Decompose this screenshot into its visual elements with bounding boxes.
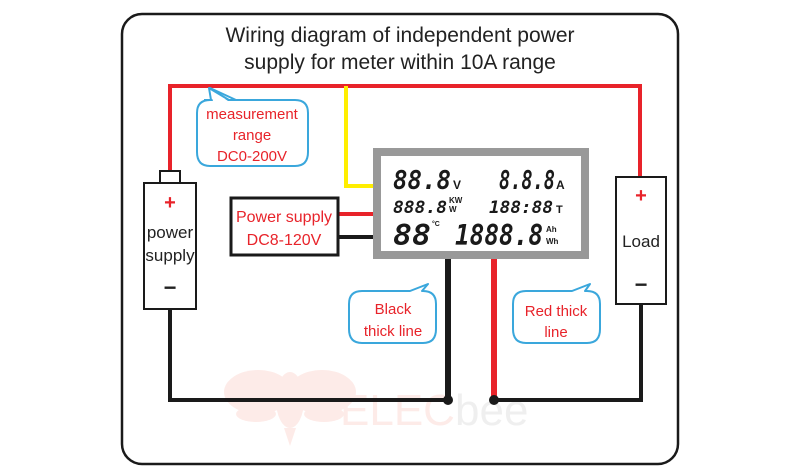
- battery-label-line-1: power: [147, 223, 194, 242]
- callout-black-line-1: Black: [375, 301, 412, 318]
- battery-power-supply: + power supply −: [143, 170, 197, 310]
- callout-red-line-2: line: [544, 324, 567, 341]
- lcd-temperature-digits: 88: [393, 219, 431, 252]
- lcd-voltage-unit: V: [453, 178, 461, 192]
- power-supply-box-frame: [229, 196, 340, 257]
- battery-plus-sign: +: [164, 192, 176, 214]
- callout-black-line-2: thick line: [364, 323, 422, 340]
- lcd-current-unit: A: [556, 178, 565, 192]
- meter-screen: [381, 156, 581, 251]
- load-body: [615, 176, 667, 305]
- watermark: ELEC bee: [224, 370, 528, 446]
- red-wire-top: [168, 84, 642, 176]
- callout-measurement-line-2: range: [233, 127, 271, 144]
- black-wire-load-return: [494, 305, 643, 402]
- callout-measurement-line-3: DC0-200V: [217, 148, 287, 165]
- lcd-time-digits: 188:88: [489, 198, 553, 218]
- lcd-voltage-digits: 88.8: [393, 166, 451, 196]
- lcd-energy-unit-wh: Wh: [546, 237, 559, 246]
- callout-measurement-range: measurement range DC0-200V: [196, 87, 309, 167]
- lcd-energy-digits: 1888.8: [455, 219, 543, 252]
- yellow-wire: [344, 86, 375, 188]
- callout-red-line-1: Red thick: [525, 303, 588, 320]
- callout-red-bubble: [512, 283, 601, 344]
- watermark-brand-elec: ELEC: [340, 386, 455, 435]
- callout-black-thick-line: Black thick line: [348, 283, 437, 344]
- load-minus-sign: −: [635, 272, 648, 297]
- battery-minus-sign: −: [164, 275, 177, 300]
- load: + Load −: [615, 176, 667, 305]
- meter-display: 88.8 V 8.8.8 A 888.8 KW W 188:88 T 88 °C…: [373, 148, 589, 259]
- title-line-2: supply for meter within 10A range: [244, 51, 556, 74]
- lcd-energy-unit-ah: Ah: [546, 225, 557, 234]
- callout-red-thick-line: Red thick line: [512, 283, 601, 344]
- callout-measurement-line-1: measurement: [206, 106, 299, 123]
- lcd-time-unit: T: [556, 204, 563, 216]
- battery-body: [143, 182, 197, 310]
- power-supply-box: Power supply DC8-120V: [229, 196, 340, 257]
- lcd-current-digits: 8.8.8: [499, 166, 555, 196]
- lcd-power-unit-w: W: [449, 205, 457, 214]
- power-supply-box-line-2: DC8-120V: [247, 232, 322, 249]
- power-supply-box-line-1: Power supply: [236, 209, 332, 226]
- lcd-power-unit-kw: KW: [449, 196, 463, 205]
- lcd-power-digits: 888.8: [393, 198, 447, 218]
- lcd-temperature-unit: °C: [432, 220, 440, 228]
- load-label: Load: [622, 232, 660, 251]
- callout-black-bubble: [348, 283, 437, 344]
- load-plus-sign: +: [635, 185, 647, 207]
- battery-label-line-2: supply: [145, 246, 195, 265]
- junction-dot-black: [443, 395, 453, 405]
- callout-measurement-bubble: [196, 87, 309, 167]
- title-line-1: Wiring diagram of independent power: [225, 24, 574, 47]
- junction-dot-red: [489, 395, 499, 405]
